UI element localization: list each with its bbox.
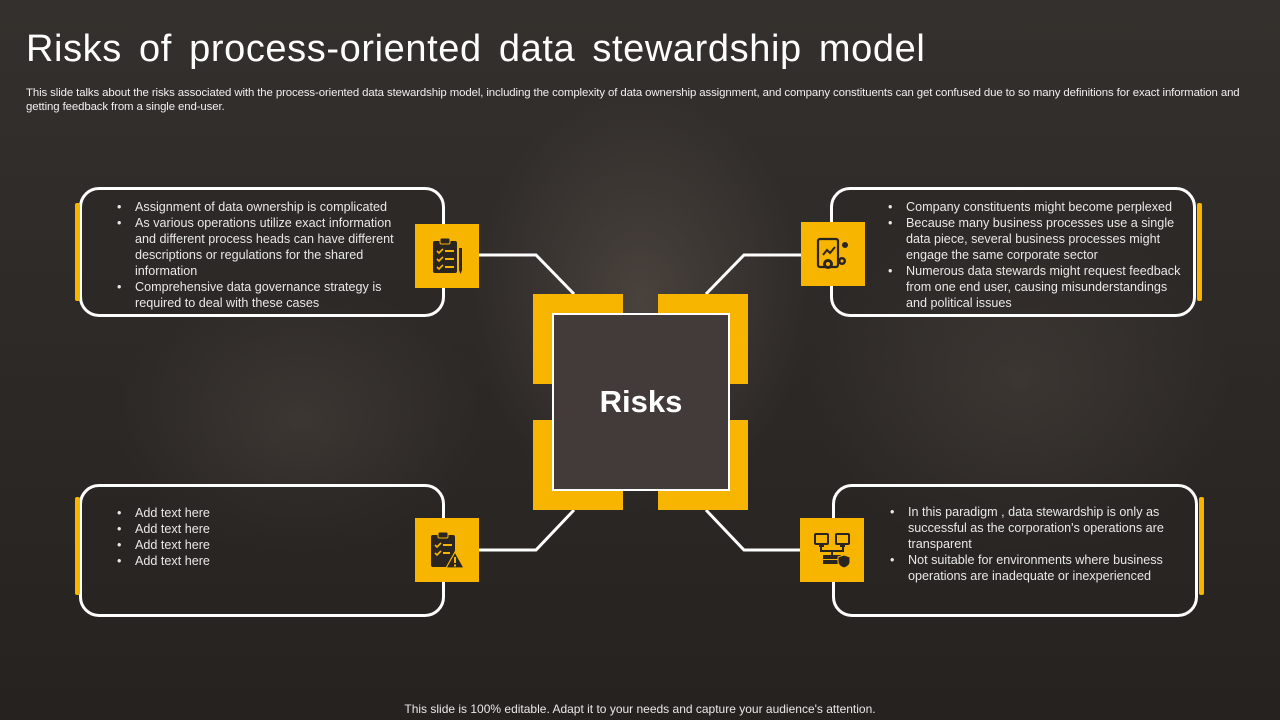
risk-list-bottom-left: Add text here Add text here Add text her…	[115, 505, 415, 569]
list-item: Add text here	[115, 553, 415, 569]
accent-bar-top-right	[1197, 203, 1202, 301]
risk-list-top-right: Company constituents might become perple…	[886, 199, 1191, 311]
center-label: Risks	[599, 384, 683, 419]
slide-subtitle: This slide talks about the risks associa…	[26, 87, 1240, 113]
risk-box-top-left: Assignment of data ownership is complica…	[79, 187, 445, 317]
risk-list-top-left: Assignment of data ownership is complica…	[115, 199, 415, 311]
list-item: Comprehensive data governance strategy i…	[115, 279, 415, 311]
risk-box-bottom-left: Add text here Add text here Add text her…	[79, 484, 445, 617]
list-item: Add text here	[115, 521, 415, 537]
slide-title: Risks of process-oriented data stewardsh…	[26, 28, 926, 70]
list-item: Assignment of data ownership is complica…	[115, 199, 415, 215]
list-item: Not suitable for environments where busi…	[888, 552, 1173, 584]
risk-box-top-right: Company constituents might become perple…	[830, 187, 1196, 317]
network-security-icon	[800, 518, 864, 582]
accent-bar-bottom-right	[1199, 497, 1204, 595]
list-item: As various operations utilize exact info…	[115, 215, 415, 279]
analytics-gear-icon	[801, 222, 865, 286]
risk-list-bottom-right: In this paradigm , data stewardship is o…	[888, 504, 1173, 584]
accent-bar-bottom-left	[75, 497, 80, 595]
list-item: Because many business processes use a si…	[886, 215, 1191, 263]
list-item: Add text here	[115, 537, 415, 553]
connector-bottom-left	[479, 508, 576, 552]
connector-bottom-right	[704, 508, 801, 552]
list-item: Add text here	[115, 505, 415, 521]
center-risks-box: Risks	[552, 313, 730, 491]
list-item: Numerous data stewards might request fee…	[886, 263, 1191, 311]
clipboard-warning-icon	[415, 518, 479, 582]
list-item: Company constituents might become perple…	[886, 199, 1191, 215]
risk-box-bottom-right: In this paradigm , data stewardship is o…	[832, 484, 1198, 617]
connector-top-right	[704, 253, 801, 296]
slide-footer: This slide is 100% editable. Adapt it to…	[404, 702, 876, 716]
list-item: In this paradigm , data stewardship is o…	[888, 504, 1173, 552]
connector-top-left	[479, 253, 576, 296]
accent-bar-top-left	[75, 203, 80, 301]
clipboard-checklist-icon	[415, 224, 479, 288]
